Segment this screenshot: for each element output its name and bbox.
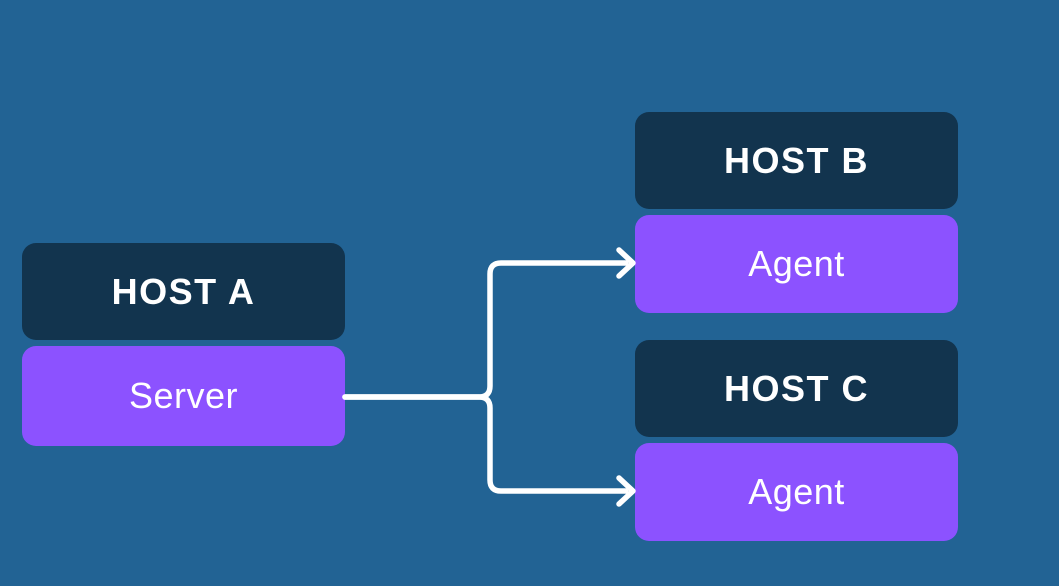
host-c-agent-label: Agent (748, 471, 845, 512)
host-a-title: HOST A (111, 270, 256, 312)
host-b-title: HOST B (723, 139, 869, 181)
arrowhead-icon-agent-b (616, 247, 636, 279)
arrow-line-server-to-agent-b (342, 260, 629, 400)
host-b-agent-label: Agent (748, 243, 845, 284)
host-c-agent-box: Agent (635, 443, 958, 541)
host-a-server-box: Server (22, 346, 345, 446)
host-a-group: HOST A Server (22, 243, 345, 446)
arrowhead-icon-agent-c (616, 475, 636, 507)
host-b-group: HOST B Agent (635, 112, 958, 313)
host-b-title-box: HOST B (635, 112, 958, 209)
host-b-agent-box: Agent (635, 215, 958, 313)
host-c-group: HOST C Agent (635, 340, 958, 541)
host-a-title-box: HOST A (22, 243, 345, 340)
host-c-title: HOST C (723, 367, 869, 409)
host-c-title-box: HOST C (635, 340, 958, 437)
host-a-server-label: Server (128, 375, 239, 416)
arrow-line-server-to-agent-c (342, 394, 629, 494)
